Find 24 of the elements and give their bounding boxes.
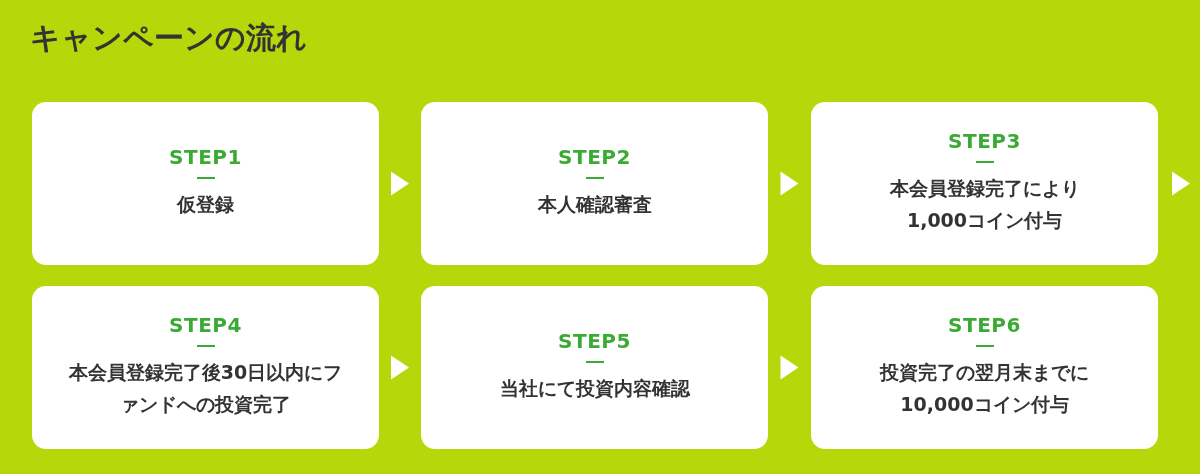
arrow (391, 171, 409, 196)
step-text: 本会員登録完了により1,000コイン付与 (888, 176, 1081, 233)
step-card (32, 102, 379, 265)
step-text: 投資完了の翌月末までに10,000コイン付与 (878, 360, 1090, 417)
step-card (811, 286, 1158, 449)
arrow (391, 355, 409, 380)
step-card (811, 102, 1158, 265)
step-label: STEP5 (558, 330, 631, 351)
step-text: 仮登録 (175, 191, 235, 217)
step-text: 当社にて投資内容確認 (498, 375, 692, 401)
title: キャンペーンの流れ (30, 19, 307, 57)
arrow (1172, 171, 1190, 196)
step-label: STEP1 (169, 146, 242, 167)
step-card (421, 286, 768, 449)
step-label: STEP6 (948, 315, 1021, 336)
step-label: STEP2 (558, 146, 631, 167)
arrow (780, 171, 799, 196)
step-text: 本会員登録完了後30日以内にファンドへの投資完了 (67, 360, 344, 417)
arrow (780, 355, 799, 380)
step-card (32, 286, 379, 449)
step-text: 本人確認審査 (536, 191, 653, 217)
step-card (421, 102, 768, 265)
step-label: STEP3 (948, 131, 1021, 152)
step-label: STEP4 (169, 315, 242, 336)
